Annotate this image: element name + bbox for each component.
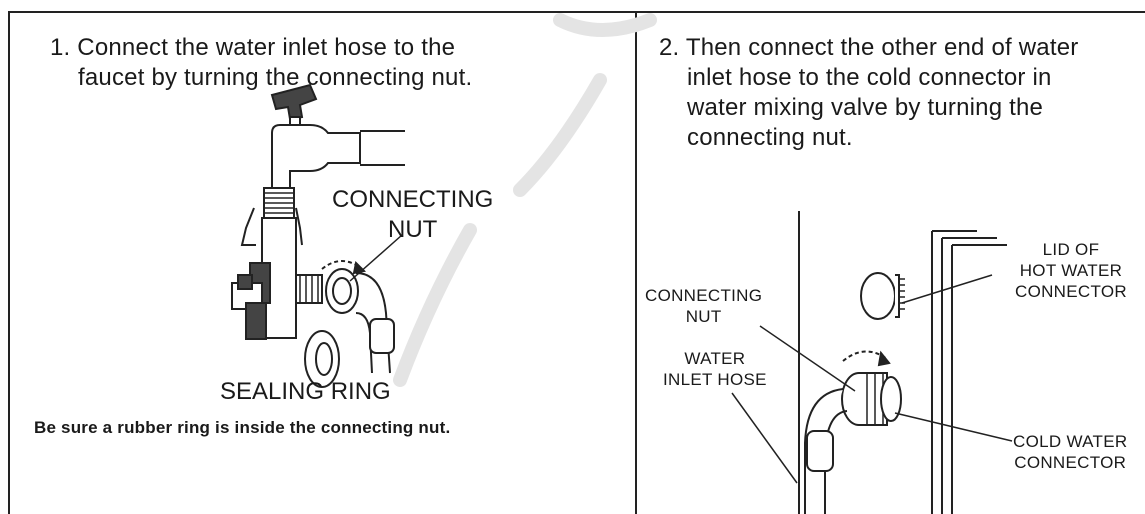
faucet-icon bbox=[231, 83, 405, 388]
label-line: LID OF bbox=[1042, 240, 1100, 259]
water-inlet-hose-label: WATER INLET HOSE bbox=[663, 348, 767, 390]
step-2-line: connecting nut. bbox=[687, 124, 853, 151]
step-1-line: 1. Connect the water inlet hose to the bbox=[50, 34, 456, 61]
faucet-illustration bbox=[231, 83, 405, 388]
label-line: CONNECTING bbox=[645, 286, 763, 305]
step-1-line: faucet by turning the connecting nut. bbox=[78, 64, 473, 91]
label-line: CONNECTOR bbox=[1014, 453, 1127, 472]
label-line: COLD WATER bbox=[1013, 432, 1128, 451]
label-line: INLET HOSE bbox=[663, 370, 767, 389]
mixing-valve-illustration bbox=[731, 211, 1013, 514]
connecting-nut-label: CONNECTING NUT bbox=[645, 285, 762, 327]
rubber-ring-note: Be sure a rubber ring is inside the conn… bbox=[34, 418, 451, 437]
mixing-valve-icon bbox=[731, 211, 1013, 514]
right-panel: 2. Then connect the other end of water i… bbox=[637, 13, 1145, 514]
diagram-frame bbox=[8, 11, 1145, 514]
label-line: CONNECTING bbox=[332, 186, 494, 213]
step-2-line: water mixing valve by turning the bbox=[687, 94, 1044, 121]
step-2-line: 2. Then connect the other end of water bbox=[659, 34, 1079, 61]
label-line: NUT bbox=[388, 216, 438, 243]
panel-divider bbox=[635, 11, 637, 514]
sealing-ring-label: SEALING RING bbox=[220, 378, 391, 405]
label-line: HOT WATER bbox=[1019, 261, 1123, 280]
cold-water-connector-label: COLD WATER CONNECTOR bbox=[1013, 431, 1127, 473]
left-panel: 1. Connect the water inlet hose to the f… bbox=[10, 13, 635, 514]
label-line: NUT bbox=[685, 307, 722, 326]
step-2-line: inlet hose to the cold connector in bbox=[687, 64, 1052, 91]
step-1-text: 1. Connect the water inlet hose to the f… bbox=[50, 33, 640, 93]
connecting-nut-label: CONNECTING NUT bbox=[332, 185, 493, 245]
label-line: WATER bbox=[684, 349, 746, 368]
step-2-text: 2. Then connect the other end of water i… bbox=[659, 33, 1145, 153]
lid-of-hot-water-connector-label: LID OF HOT WATER CONNECTOR bbox=[1015, 239, 1127, 302]
label-line: CONNECTOR bbox=[1015, 282, 1127, 301]
